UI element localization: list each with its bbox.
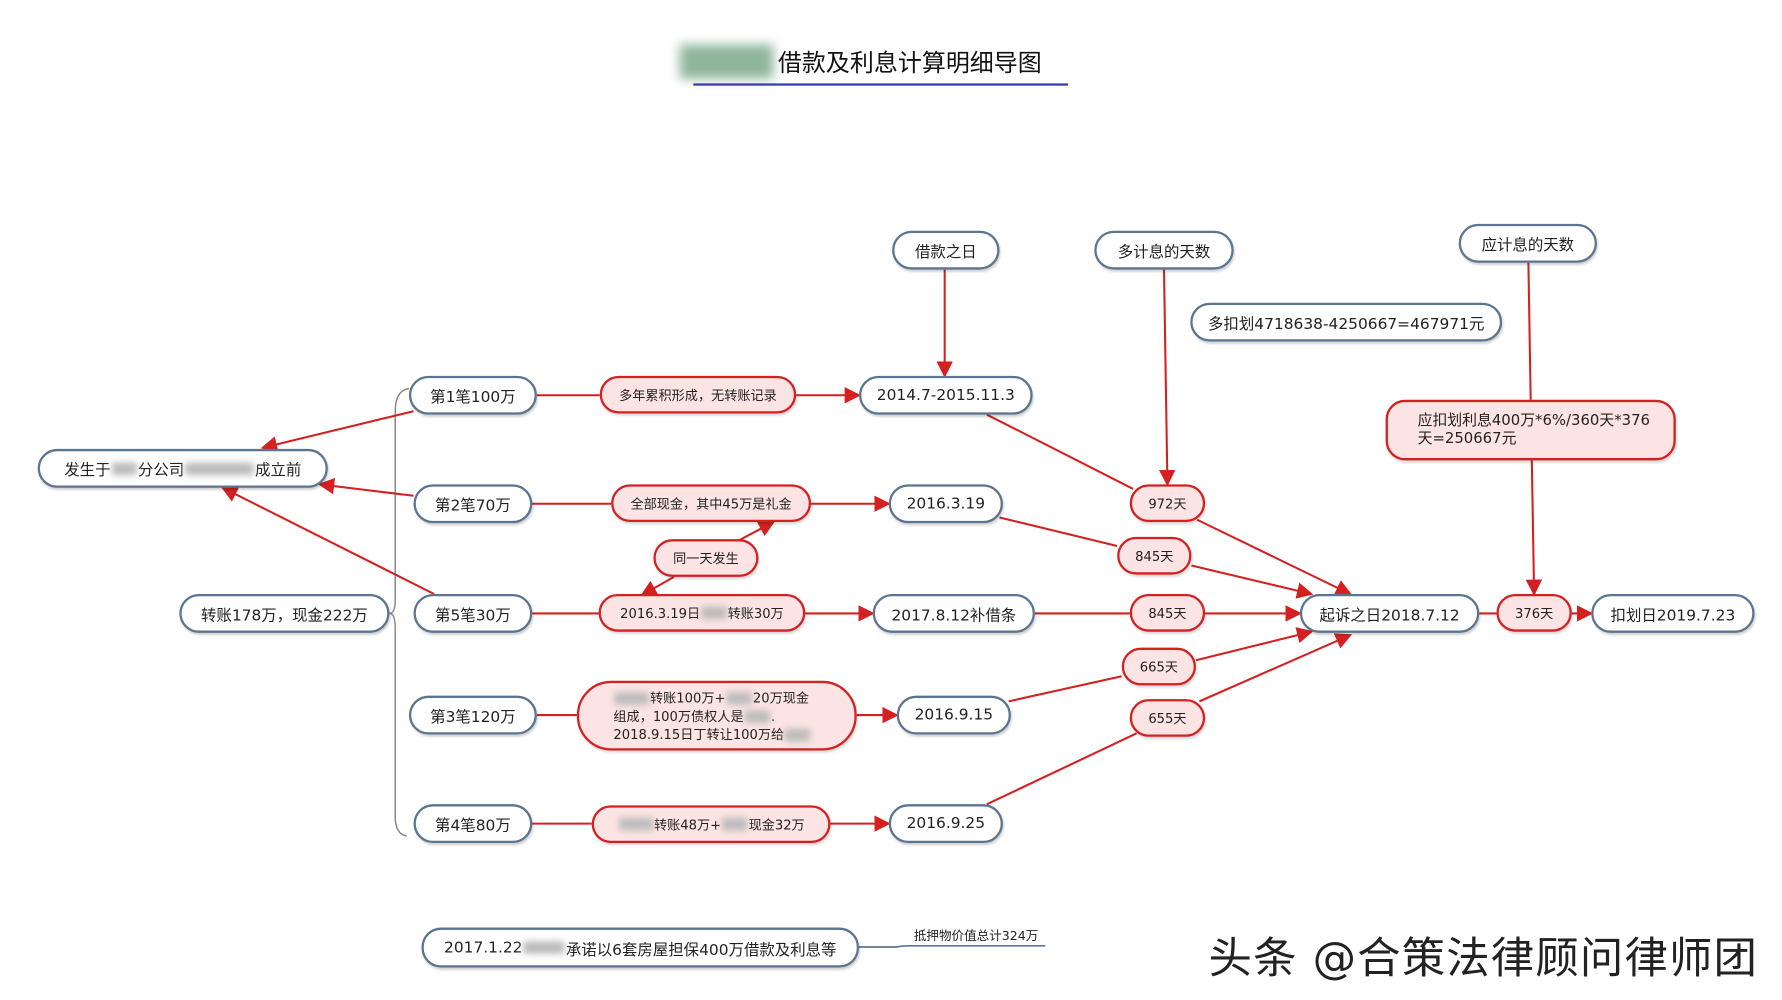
collateral-note: 抵押物价值总计324万 [913,928,1039,944]
watermark: 头条 @合策法律顾问律师团 [1208,933,1759,984]
loan-2-date: 2016.3.19 [888,484,1003,524]
arrow-edge [1199,633,1353,703]
loan-3-desc: 转账100万+20万现金组成，100万债权人是.2018.9.15日丁转让100… [576,680,857,751]
same-day-node: 同一天发生 [653,539,759,577]
loan-3-date: 2016.9.15 [896,695,1011,735]
header-extra-days: 多计息的天数 [1094,230,1234,270]
edge [999,516,1118,548]
loan-1-date: 2014.7-2015.11.3 [859,375,1033,415]
loan-4-date: 2016.9.25 [888,804,1003,844]
loan-3-node: 第3笔120万 [408,695,537,735]
due-count-node: 376天 [1496,593,1572,632]
loan-1-node: 第1笔100万 [408,375,537,415]
arrow-edge [640,575,675,597]
header-loan-date: 借款之日 [892,230,1000,270]
bracket [389,387,410,837]
suit-date-node: 起诉之日2018.7.12 [1299,593,1480,633]
loan-5-desc: 2016.3.19日转账30万 [598,593,806,632]
summary-node: 转账178万，现金222万 [179,593,390,633]
page-title: 借款及利息计算明细导图 [679,40,1068,83]
loan-2-desc: 全部现金，其中45万是礼金 [611,484,812,523]
loan-5-node: 第5笔30万 [413,593,533,633]
edge [1008,675,1122,703]
due-interest-node: 应扣划利息400万*6%/360天*376天=250667元 [1385,399,1676,461]
blurred-name [679,44,774,79]
loan-1-desc: 多年累积形成，无转账记录 [599,375,797,414]
arrow-edge [1191,564,1314,599]
deduct-date-node: 扣划日2019.7.23 [1591,593,1755,633]
loan-2-node: 第2笔70万 [413,484,533,524]
title-text: 借款及利息计算明细导图 [777,49,1042,77]
loan-5-date: 2017.8.12补借条 [872,593,1035,633]
arrow-edge [738,521,776,542]
edge [986,732,1138,806]
edge [986,413,1134,490]
days-655: 655天 [1129,699,1206,737]
title-underline [693,83,1069,86]
days-972: 972天 [1129,484,1206,523]
arrow-edge [260,410,414,453]
loan-4-node: 第4笔80万 [413,804,533,844]
collateral-underline [859,944,1046,948]
edge [1527,262,1532,400]
over-deduct-node: 多扣划4718638-4250667=467971元 [1190,302,1503,342]
arrow-edge [1195,627,1314,662]
header-due-days: 应计息的天数 [1458,223,1597,263]
arrow-edge [317,477,414,497]
days-845-b: 845天 [1129,593,1206,632]
arrow-edge [1158,269,1176,487]
arrow-edge [1196,518,1353,596]
origin-node: 发生于分公司成立前 [37,448,328,488]
arrow-edge [1525,460,1543,597]
days-665: 665天 [1121,647,1196,686]
loan-4-desc: 转账48万+现金32万 [591,805,831,844]
arrow-edge [220,486,435,595]
days-845-a: 845天 [1117,536,1192,575]
